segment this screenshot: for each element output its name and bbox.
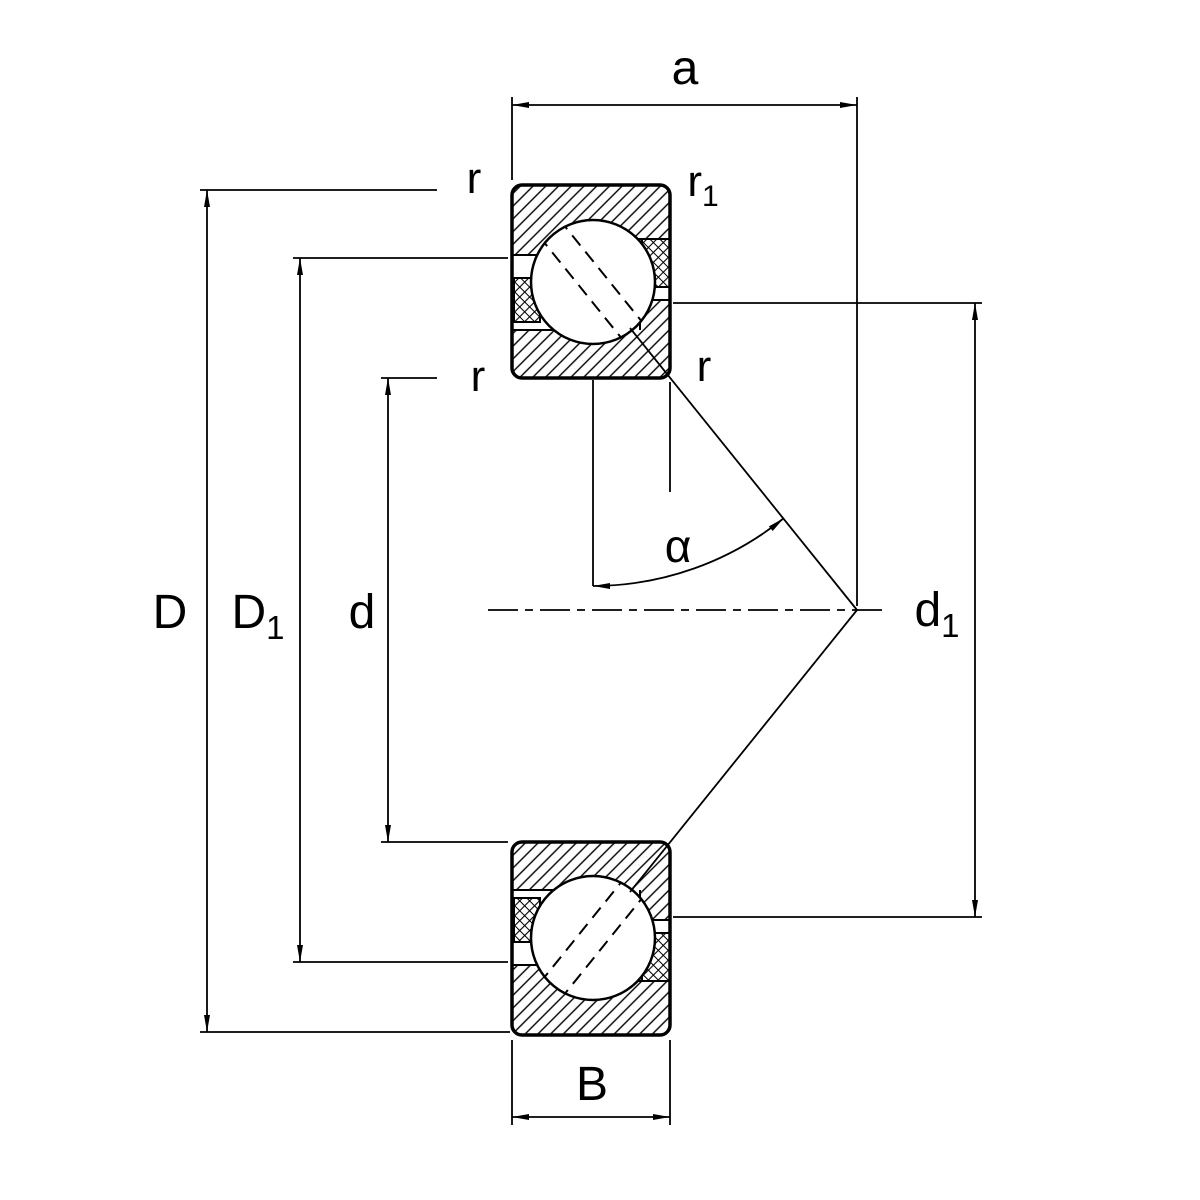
contact-angle-line-top [629, 327, 858, 611]
label-alpha: α [665, 520, 692, 572]
dimension-D [200, 189, 510, 1033]
label-r-top-left: r [467, 154, 482, 203]
dimension-d1 [673, 302, 982, 918]
label-a: a [672, 42, 699, 95]
label-r1: r1 [687, 157, 718, 213]
bearing-top-section [510, 183, 672, 380]
label-d1: d1 [914, 584, 959, 644]
dimension-B [511, 1040, 671, 1125]
label-D: D [153, 586, 188, 639]
dimension-D1 [293, 257, 508, 963]
label-r-inner-right: r [697, 342, 712, 391]
bearing-bottom-outline [510, 840, 672, 1037]
contact-angle-line-bottom [629, 609, 858, 893]
bearing-bottom-section [510, 840, 672, 1037]
ball-bottom-contact-dashes [538, 877, 648, 999]
alpha-arc [592, 517, 785, 589]
ball-top-contact-dashes [538, 221, 648, 343]
bearing-top-outline [510, 183, 672, 380]
label-r-inner-left: r [471, 352, 486, 401]
label-d: d [349, 586, 376, 639]
label-D1: D1 [231, 586, 284, 646]
label-B: B [576, 1058, 608, 1111]
ball-top [529, 218, 657, 346]
dimension-a [511, 97, 858, 606]
dimension-d [381, 377, 508, 843]
ball-bottom [529, 874, 657, 1002]
